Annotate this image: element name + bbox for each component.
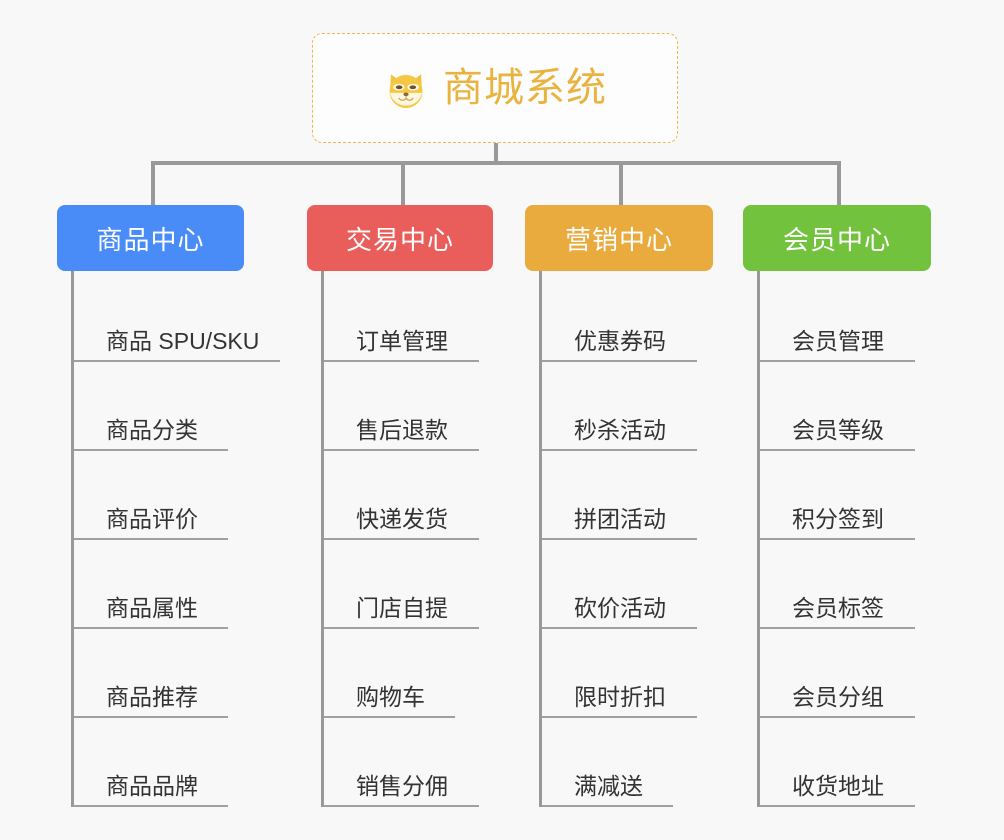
leaf-label: 商品品牌 <box>106 773 198 799</box>
list-item[interactable]: 快递发货 <box>324 451 519 540</box>
list-item[interactable]: 销售分佣 <box>324 718 519 807</box>
leaf-underline <box>542 538 697 540</box>
leaf-label: 拼团活动 <box>574 506 666 532</box>
list-item[interactable]: 购物车 <box>324 629 519 718</box>
connector-drop-交易中心 <box>401 161 405 205</box>
leaf-underline <box>324 805 479 807</box>
leaf-label: 秒杀活动 <box>574 417 666 443</box>
branch-header-label-2: 交易中心 <box>345 224 454 255</box>
leaf-underline <box>542 627 697 629</box>
list-item[interactable]: 会员分组 <box>760 629 953 718</box>
connector-horizontal-bar <box>151 161 841 165</box>
list-item[interactable]: 商品 SPU/SKU <box>74 273 287 362</box>
leaf-underline <box>324 627 479 629</box>
branch-header-label-4: 会员中心 <box>782 224 891 255</box>
leaf-underline <box>760 360 915 362</box>
leaf-label: 限时折扣 <box>574 684 666 710</box>
list-item[interactable]: 拼团活动 <box>542 451 735 540</box>
leaf-list-3: 优惠券码 秒杀活动 拼团活动 砍价活动 限时折扣 满减送 <box>539 271 735 807</box>
list-item[interactable]: 商品推荐 <box>74 629 287 718</box>
connector-drop-会员中心 <box>837 161 841 205</box>
leaf-underline <box>760 538 915 540</box>
connector-root-stem <box>494 143 498 165</box>
leaf-underline <box>74 538 228 540</box>
connector-drop-营销中心 <box>619 161 623 205</box>
root-title: 商城系统 <box>443 66 607 110</box>
leaf-label: 砍价活动 <box>574 595 666 621</box>
leaf-label: 会员等级 <box>792 417 884 443</box>
connector-drop-商品中心 <box>151 161 155 205</box>
branch-header-3[interactable]: 营销中心 <box>525 205 713 271</box>
list-item[interactable]: 限时折扣 <box>542 629 735 718</box>
branch-column-2: 交易中心 订单管理 售后退款 快递发货 门店自提 购物车 <box>307 205 519 807</box>
leaf-underline <box>760 449 915 451</box>
leaf-underline <box>542 449 697 451</box>
leaf-label: 优惠券码 <box>574 328 666 354</box>
leaf-underline <box>542 716 697 718</box>
list-item[interactable]: 砍价活动 <box>542 540 735 629</box>
list-item[interactable]: 商品品牌 <box>74 718 287 807</box>
list-item[interactable]: 积分签到 <box>760 451 953 540</box>
branch-header-4[interactable]: 会员中心 <box>743 205 931 271</box>
branch-header-label-1: 商品中心 <box>96 224 205 255</box>
leaf-underline <box>324 449 479 451</box>
leaf-underline <box>324 360 479 362</box>
leaf-underline <box>324 716 455 718</box>
leaf-underline <box>74 360 280 362</box>
branch-header-2[interactable]: 交易中心 <box>307 205 493 271</box>
leaf-list-4: 会员管理 会员等级 积分签到 会员标签 会员分组 收货地址 <box>757 271 953 807</box>
list-item[interactable]: 订单管理 <box>324 273 519 362</box>
list-item[interactable]: 会员标签 <box>760 540 953 629</box>
list-item[interactable]: 满减送 <box>542 718 735 807</box>
list-item[interactable]: 商品评价 <box>74 451 287 540</box>
leaf-label: 购物车 <box>356 684 425 710</box>
leaf-underline <box>74 449 228 451</box>
list-item[interactable]: 商品属性 <box>74 540 287 629</box>
leaf-label: 满减送 <box>574 773 643 799</box>
branch-column-3: 营销中心 优惠券码 秒杀活动 拼团活动 砍价活动 限时折扣 <box>525 205 735 807</box>
leaf-underline <box>74 716 228 718</box>
list-item[interactable]: 会员管理 <box>760 273 953 362</box>
leaf-underline <box>542 805 673 807</box>
leaf-label: 商品属性 <box>106 595 198 621</box>
leaf-underline <box>760 716 915 718</box>
leaf-label: 商品推荐 <box>106 684 198 710</box>
leaf-label: 会员分组 <box>792 684 884 710</box>
leaf-label: 会员标签 <box>792 595 884 621</box>
branch-header-1[interactable]: 商品中心 <box>57 205 244 271</box>
leaf-underline <box>542 360 697 362</box>
list-item[interactable]: 秒杀活动 <box>542 362 735 451</box>
branch-column-1: 商品中心 商品 SPU/SKU 商品分类 商品评价 商品属性 商品推荐 <box>57 205 287 807</box>
branch-header-label-3: 营销中心 <box>564 224 673 255</box>
leaf-label: 订单管理 <box>356 328 448 354</box>
leaf-label: 商品分类 <box>106 417 198 443</box>
leaf-label: 门店自提 <box>356 595 448 621</box>
leaf-label: 快递发货 <box>356 506 448 532</box>
list-item[interactable]: 会员等级 <box>760 362 953 451</box>
leaf-underline <box>324 538 479 540</box>
leaf-list-2: 订单管理 售后退款 快递发货 门店自提 购物车 销售分佣 <box>321 271 519 807</box>
leaf-label: 商品评价 <box>106 506 198 532</box>
leaf-label: 售后退款 <box>356 417 448 443</box>
list-item[interactable]: 门店自提 <box>324 540 519 629</box>
leaf-label: 积分签到 <box>792 506 884 532</box>
leaf-list-1: 商品 SPU/SKU 商品分类 商品评价 商品属性 商品推荐 商品品牌 <box>71 271 287 807</box>
leaf-underline <box>74 805 228 807</box>
branch-column-4: 会员中心 会员管理 会员等级 积分签到 会员标签 会员分组 <box>743 205 953 807</box>
leaf-label: 会员管理 <box>792 328 884 354</box>
list-item[interactable]: 优惠券码 <box>542 273 735 362</box>
leaf-label: 销售分佣 <box>356 773 448 799</box>
root-node-商城系统[interactable]: 商城系统 <box>312 33 678 143</box>
leaf-label: 收货地址 <box>792 773 884 799</box>
leaf-label: 商品 SPU/SKU <box>106 328 260 354</box>
leaf-underline <box>760 805 915 807</box>
list-item[interactable]: 商品分类 <box>74 362 287 451</box>
list-item[interactable]: 售后退款 <box>324 362 519 451</box>
leaf-underline <box>760 627 915 629</box>
shiba-dog-face-icon <box>383 67 429 113</box>
list-item[interactable]: 收货地址 <box>760 718 953 807</box>
leaf-underline <box>74 627 228 629</box>
